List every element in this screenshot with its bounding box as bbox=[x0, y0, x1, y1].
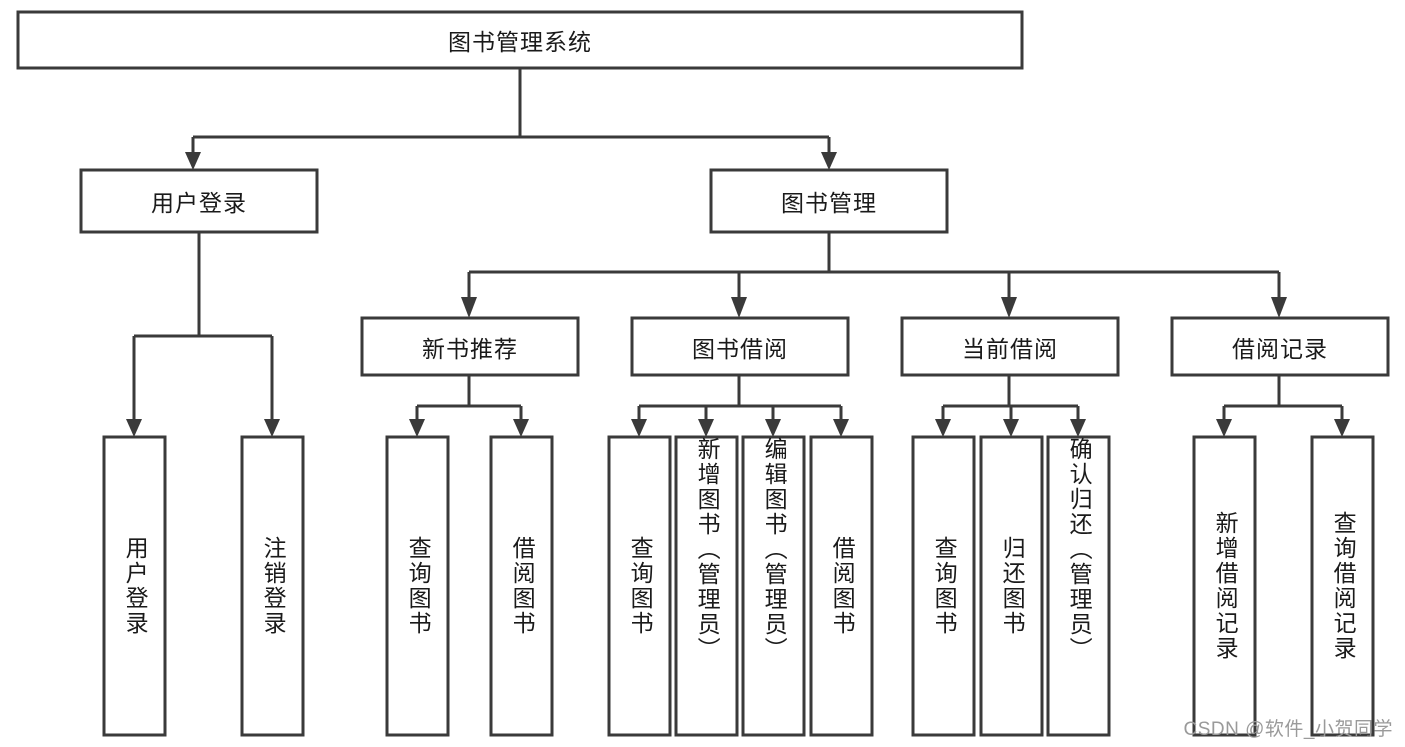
node-box-current-borrow[interactable] bbox=[900, 316, 1120, 377]
arrow-head-leaf-logout bbox=[264, 419, 280, 437]
node-box-leaf-return-book[interactable] bbox=[979, 435, 1044, 737]
node-box-leaf-logout[interactable] bbox=[240, 435, 305, 737]
node-box-book-borrow[interactable] bbox=[630, 316, 850, 377]
arrow-head-current-borrow bbox=[1001, 297, 1017, 318]
arrow-head-leaf-confirm-return bbox=[1070, 419, 1086, 437]
connector-group-root bbox=[185, 68, 837, 170]
node-box-user-login[interactable] bbox=[79, 168, 319, 234]
watermark: CSDN @软件_小贺同学 bbox=[1183, 719, 1393, 740]
connector-group-borrow-record bbox=[1216, 375, 1350, 437]
node-box-root[interactable] bbox=[16, 10, 1024, 70]
node-box-leaf-add-book[interactable] bbox=[674, 435, 739, 737]
arrow-head-leaf-borrow-book-2 bbox=[833, 419, 849, 437]
node-box-borrow-record[interactable] bbox=[1170, 316, 1390, 377]
arrow-head-new-book-recommend bbox=[461, 297, 477, 318]
node-box-leaf-query-book-1[interactable] bbox=[385, 435, 450, 737]
arrow-head-leaf-query-record bbox=[1334, 419, 1350, 437]
connector-group-user-login bbox=[126, 232, 280, 437]
arrow-head-leaf-query-book-1 bbox=[409, 419, 425, 437]
node-box-new-book-recommend[interactable] bbox=[360, 316, 580, 377]
arrow-head-user-login bbox=[185, 152, 201, 170]
node-box-book-management[interactable] bbox=[709, 168, 949, 234]
connector-group-book-borrow bbox=[631, 375, 849, 437]
arrow-head-leaf-query-book-3 bbox=[935, 419, 951, 437]
arrow-head-borrow-record bbox=[1271, 297, 1287, 318]
node-box-leaf-user-login[interactable] bbox=[102, 435, 167, 737]
arrow-head-leaf-borrow-book-1 bbox=[513, 419, 529, 437]
node-box-leaf-borrow-book-2[interactable] bbox=[809, 435, 874, 737]
node-box-leaf-query-record[interactable] bbox=[1310, 435, 1375, 737]
arrow-head-book-borrow bbox=[731, 297, 747, 318]
arrow-head-leaf-edit-book bbox=[765, 419, 781, 437]
arrow-head-leaf-add-book bbox=[698, 419, 714, 437]
connector-group-book-management bbox=[461, 232, 1287, 318]
arrow-head-leaf-user-login bbox=[126, 419, 142, 437]
node-box-leaf-query-book-2[interactable] bbox=[607, 435, 672, 737]
arrow-head-book-management bbox=[821, 152, 837, 170]
arrow-head-leaf-query-book-2 bbox=[631, 419, 647, 437]
node-box-leaf-borrow-book-1[interactable] bbox=[489, 435, 554, 737]
node-box-leaf-edit-book[interactable] bbox=[741, 435, 806, 737]
node-box-leaf-query-book-3[interactable] bbox=[911, 435, 976, 737]
arrow-head-leaf-add-record bbox=[1216, 419, 1232, 437]
arrow-head-leaf-return-book bbox=[1003, 419, 1019, 437]
connector-group-new-book-recommend bbox=[409, 375, 529, 437]
node-box-leaf-confirm-return[interactable] bbox=[1046, 435, 1111, 737]
node-box-leaf-add-record[interactable] bbox=[1192, 435, 1257, 737]
connector-group-current-borrow bbox=[935, 375, 1086, 437]
